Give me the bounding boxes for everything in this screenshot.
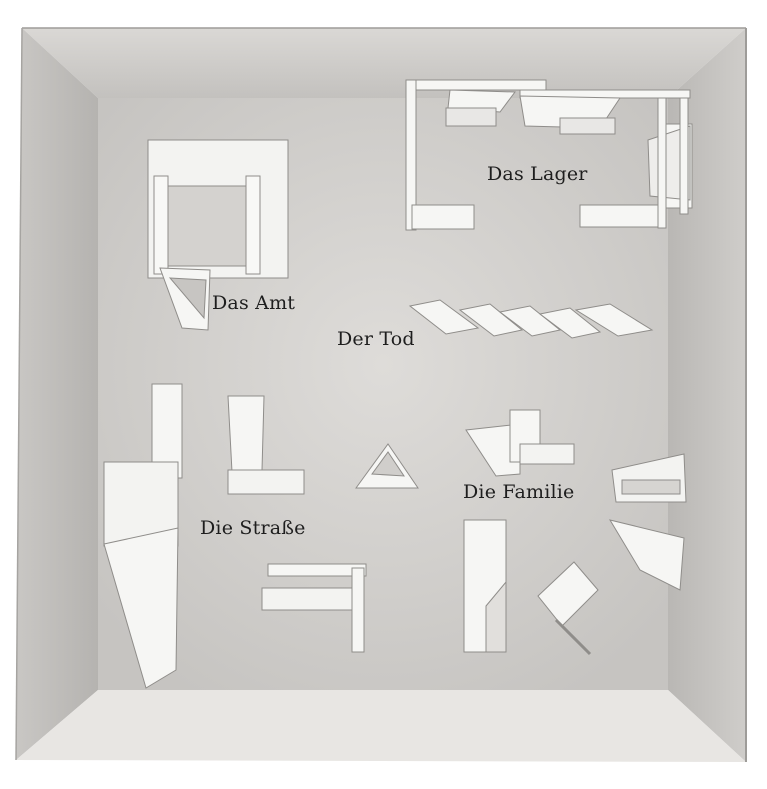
- bottom-edge: [16, 690, 746, 762]
- label-die-familie: Die Familie: [463, 481, 575, 503]
- model-box: [15, 27, 747, 762]
- label-das-lager: Das Lager: [487, 163, 588, 185]
- label-die-strasse: Die Straße: [200, 517, 306, 539]
- label-der-tod: Der Tod: [337, 328, 415, 350]
- label-das-amt: Das Amt: [212, 292, 296, 314]
- top-wall: [22, 28, 746, 98]
- familie-model: [463, 409, 687, 656]
- left-wall: [16, 28, 98, 760]
- tod-model: [408, 299, 654, 339]
- amt-model: [147, 139, 289, 331]
- lager-model: [405, 79, 693, 231]
- strasse-model: [103, 383, 419, 689]
